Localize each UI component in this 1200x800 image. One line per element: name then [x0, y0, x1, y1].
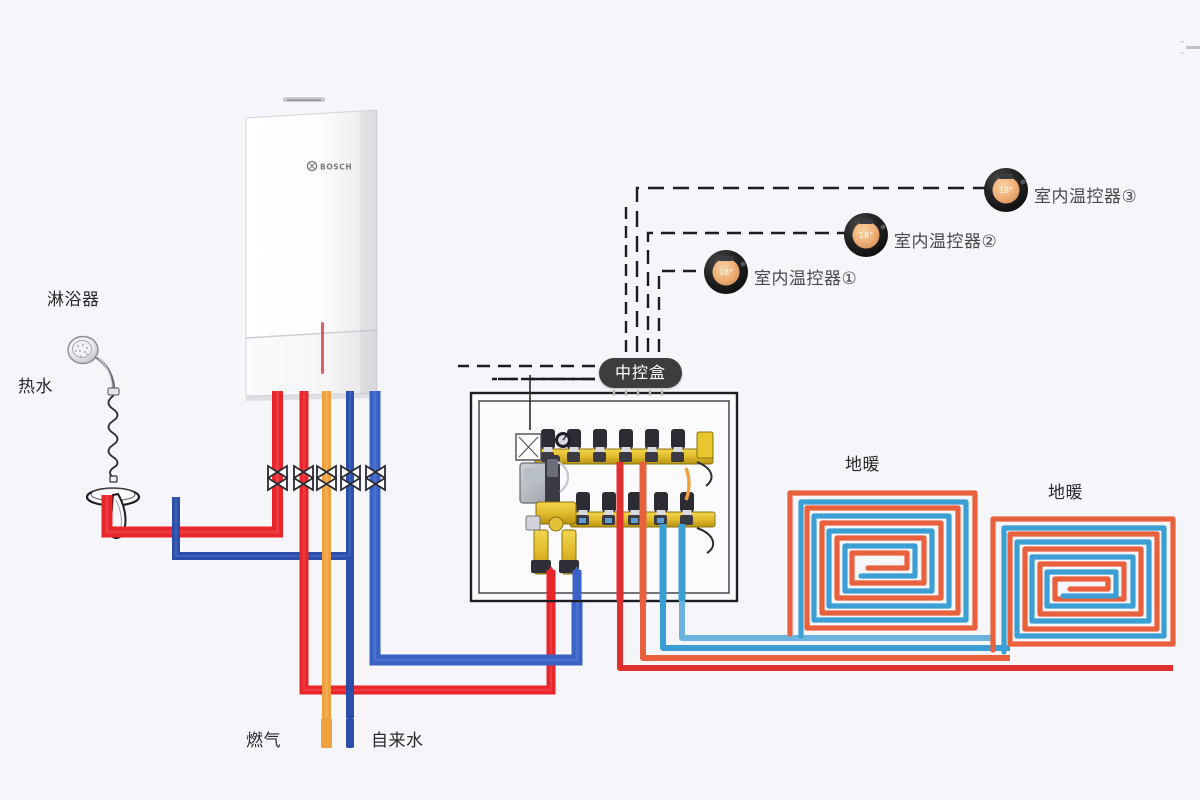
control-box-pins [612, 390, 664, 396]
floor-heating-loop-right [990, 516, 1176, 655]
pipe-heating-return [369, 391, 583, 666]
svg-text:18°: 18° [999, 186, 1013, 195]
shutoff-valve [267, 464, 288, 492]
top-right-artifact [1180, 41, 1200, 54]
label-tap-water: 自来水 [371, 731, 424, 751]
manifold-cabinet [469, 375, 739, 603]
svg-text:BOSCH: BOSCH [320, 163, 352, 172]
pipe-gas-line [321, 391, 332, 748]
thermostat-1[interactable]: 18° [704, 250, 748, 294]
label-thermostat-2: 室内温控器② [894, 232, 998, 252]
shutoff-valve [340, 464, 361, 492]
shutoff-valve [365, 464, 386, 492]
pipe-heating-supply [299, 391, 556, 695]
manifold-boiler-connection [546, 566, 582, 600]
thermostat-3[interactable]: 18° [984, 168, 1028, 212]
manifold-assembly [515, 429, 716, 575]
boiler-bosch: BOSCH [245, 97, 378, 401]
pipe-hot-water-supply [101, 391, 283, 538]
floor-heating-distribution [617, 601, 1173, 671]
floor-loop-risers [616, 462, 686, 601]
shutoff-valve [293, 464, 314, 492]
label-shower: 淋浴器 [47, 290, 100, 310]
label-floor-heating-2: 地暖 [1048, 483, 1083, 503]
bosch-logo: BOSCH [306, 160, 352, 172]
svg-text:18°: 18° [719, 268, 733, 277]
shutoff-valve-group [267, 464, 386, 492]
label-thermostat-1: 室内温控器① [754, 269, 858, 289]
floor-heating-loop-left [787, 490, 978, 639]
label-hot-water: 热水 [18, 377, 53, 397]
thermostat-2[interactable]: 18° [844, 213, 888, 257]
pipe-tap-water-stub [346, 556, 354, 748]
control-box-badge[interactable]: 中控盒 [599, 358, 683, 388]
svg-text:18°: 18° [859, 231, 873, 240]
pipe-cold-water-to-shower [172, 391, 354, 560]
shutoff-valve [316, 464, 337, 492]
label-gas: 燃气 [246, 731, 281, 751]
label-thermostat-3: 室内温控器③ [1034, 187, 1138, 207]
control-wiring [458, 186, 985, 381]
label-floor-heating-1: 地暖 [845, 455, 880, 475]
